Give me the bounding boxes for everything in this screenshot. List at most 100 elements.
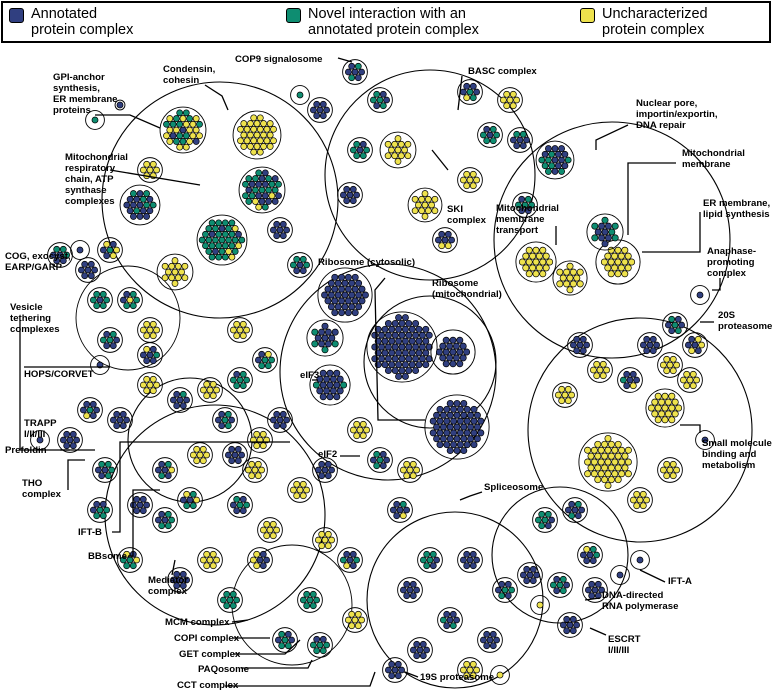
protein-node [483, 137, 491, 145]
protein-node [221, 242, 229, 250]
protein-node [529, 565, 537, 573]
protein-node [573, 335, 581, 343]
protein-node [668, 392, 676, 400]
protein-node [611, 470, 619, 478]
protein-node [171, 280, 179, 287]
protein-node [538, 156, 546, 164]
protein-node [264, 362, 272, 370]
complex-circle [382, 657, 408, 683]
protein-node [403, 592, 411, 600]
protein-node [452, 354, 460, 362]
protein-node [450, 441, 458, 449]
protein-node [409, 472, 417, 480]
protein-node [391, 666, 399, 674]
protein-node [239, 507, 247, 515]
protein-node [284, 642, 292, 650]
protein-node [271, 175, 279, 182]
protein-node [384, 343, 392, 351]
protein-node [570, 341, 577, 349]
protein-node [654, 404, 662, 412]
label-leaders [19, 57, 721, 687]
protein-node [422, 349, 430, 357]
protein-node [573, 274, 581, 282]
protein-node [558, 397, 566, 405]
protein-node [590, 470, 598, 478]
protein-node [391, 367, 399, 375]
protein-node [93, 406, 100, 414]
protein-node [350, 146, 357, 154]
protein-node [328, 536, 335, 544]
protein-node [334, 303, 342, 311]
protein-node [239, 495, 247, 503]
protein-node [532, 258, 540, 266]
protein-node [544, 510, 552, 518]
protein-node [544, 522, 552, 530]
protein-node [578, 506, 585, 514]
protein-node [654, 392, 662, 400]
protein-node [313, 100, 321, 108]
protein-node [621, 246, 629, 254]
protein-node [354, 62, 362, 70]
protein-node [276, 226, 284, 234]
protein-node [209, 562, 217, 570]
protein-node [469, 562, 477, 570]
protein-node [395, 372, 403, 380]
protein-node [422, 361, 430, 369]
protein-node [529, 264, 537, 272]
protein-node [252, 175, 259, 182]
protein-node [668, 416, 676, 424]
protein-node [231, 248, 239, 255]
protein-node [411, 207, 419, 215]
protein-node [354, 610, 362, 618]
protein-node [226, 596, 234, 604]
protein-node [539, 258, 547, 266]
protein-node [344, 297, 352, 305]
protein-node [103, 252, 111, 260]
complex-circle [167, 387, 193, 413]
protein-node [674, 315, 682, 323]
protein-node [223, 590, 231, 598]
protein-node [348, 62, 356, 70]
protein-node [163, 120, 170, 128]
protein-node [444, 230, 452, 238]
protein-node [309, 602, 317, 610]
protein-node [535, 516, 542, 524]
protein-node [469, 182, 477, 190]
protein-node [633, 376, 640, 384]
protein-node [532, 270, 540, 278]
protein-node [473, 556, 480, 564]
protein-node [268, 180, 276, 188]
protein-node [525, 270, 533, 278]
leader-line [680, 424, 701, 433]
complex-circle [287, 252, 313, 278]
protein-node [181, 274, 189, 282]
protein-node [213, 386, 220, 394]
protein-node [231, 236, 239, 244]
protein-node [643, 347, 651, 355]
protein-node [146, 381, 154, 389]
complex-circle [92, 457, 118, 483]
protein-node [483, 125, 491, 133]
protein-node [146, 351, 154, 359]
protein-node [587, 464, 595, 472]
protein-node [576, 268, 584, 276]
protein-node [643, 335, 651, 343]
protein-node [594, 476, 602, 484]
protein-node [593, 372, 601, 380]
protein-node [234, 445, 242, 453]
protein-node [668, 404, 676, 412]
complex-circle [317, 267, 373, 323]
protein-node [460, 176, 467, 184]
complex-circle [197, 377, 223, 403]
leader-line [457, 75, 463, 111]
protein-node [469, 672, 477, 680]
protein-node [233, 596, 240, 604]
protein-node [263, 556, 270, 564]
protein-node [633, 502, 641, 510]
protein-node [228, 253, 236, 261]
protein-node [401, 337, 409, 345]
protein-node [563, 581, 570, 589]
protein-node [183, 502, 191, 510]
